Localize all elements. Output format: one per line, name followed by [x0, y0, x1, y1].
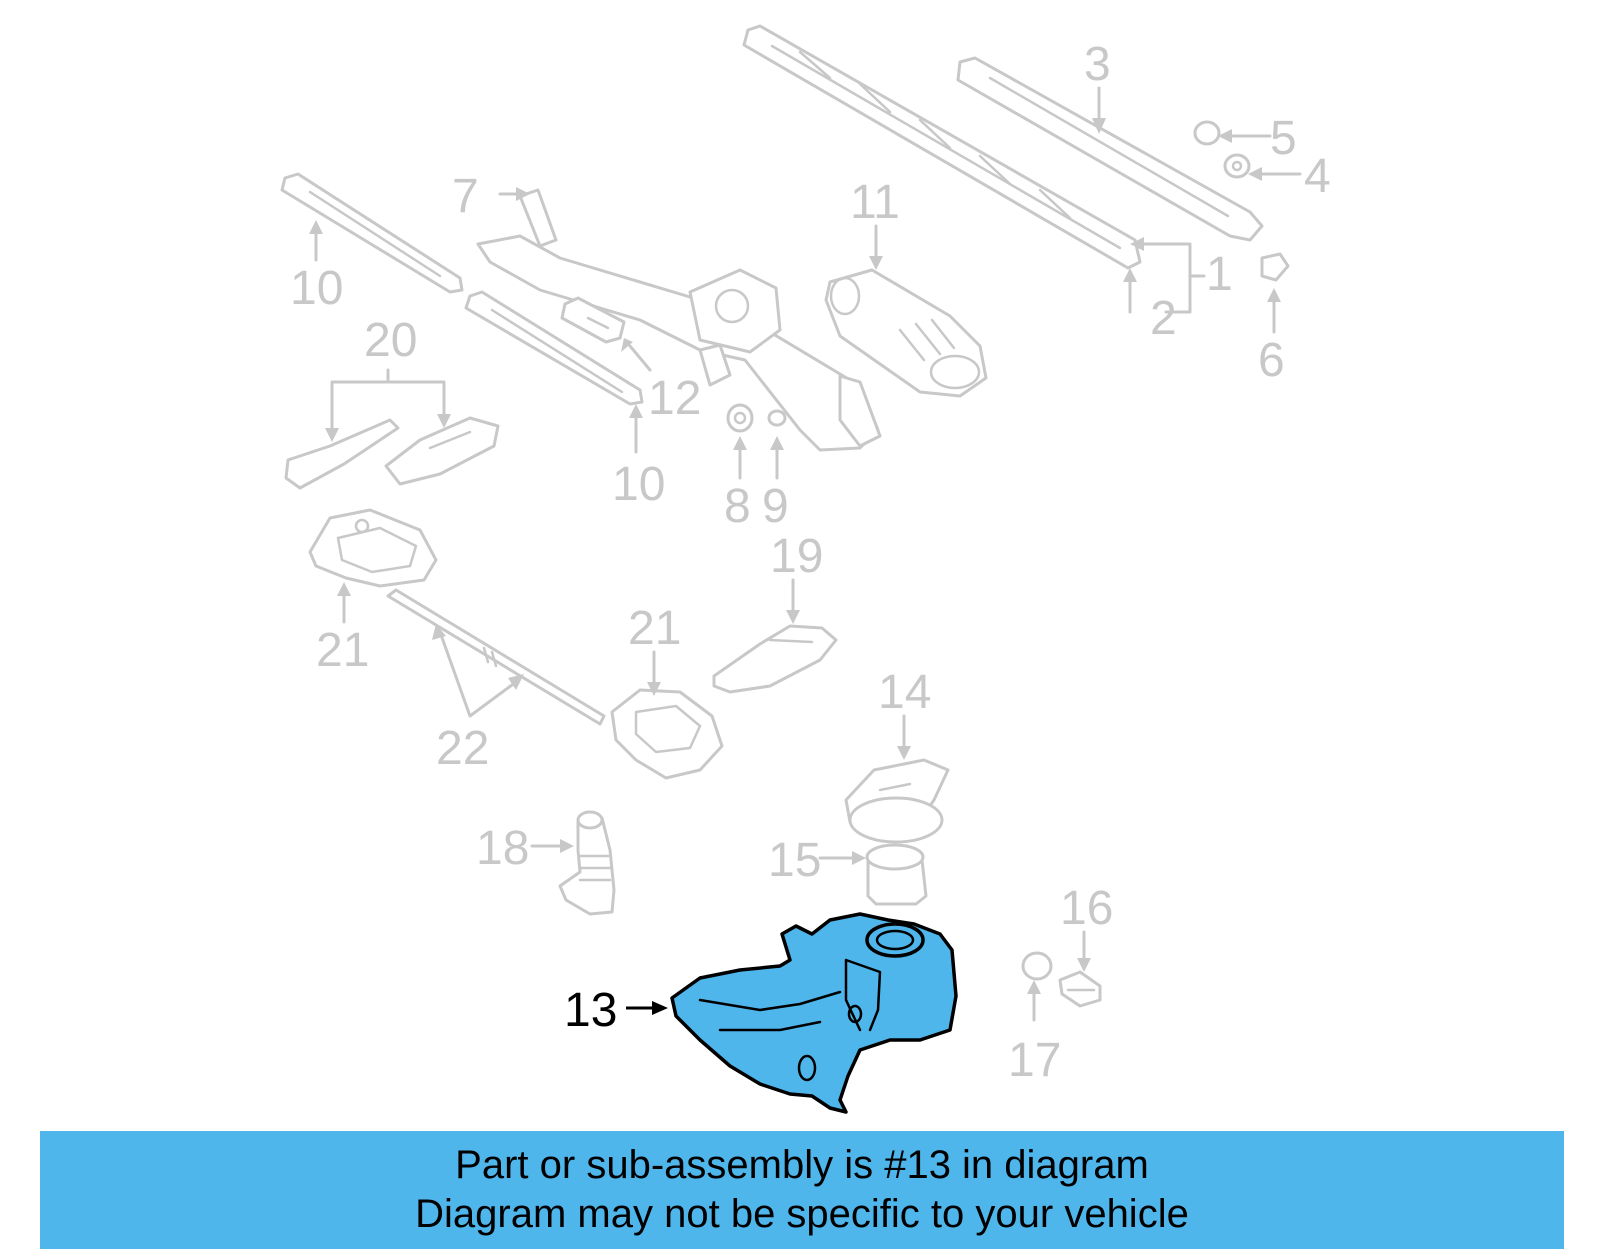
nozzle-housing-right-drawing	[610, 688, 724, 780]
callout-13[interactable]: 13	[564, 984, 617, 1037]
small-hardware-drawing	[1193, 120, 1290, 282]
linkage-rod-lower-drawing	[464, 290, 644, 406]
callout-14: 14	[878, 666, 931, 719]
washer-pump-drawing	[558, 810, 616, 916]
callout-21-left: 21	[316, 624, 369, 677]
callout-15: 15	[768, 834, 821, 887]
callout-12: 12	[648, 372, 701, 425]
grommet-and-washer-drawing	[726, 403, 787, 433]
banner-line-1: Part or sub-assembly is #13 in diagram	[455, 1143, 1149, 1187]
wiper-motor-drawing	[824, 268, 988, 398]
callout-17: 17	[1008, 1034, 1061, 1087]
level-sensor-and-grommet-drawing	[1021, 951, 1102, 1008]
callout-3: 3	[1084, 38, 1111, 91]
linkage-rod-upper-drawing	[280, 172, 464, 294]
leader-lines	[309, 86, 1302, 1022]
info-banner: Part or sub-assembly is #13 in diagram D…	[40, 1131, 1564, 1249]
washer-hose-drawing	[386, 588, 606, 726]
callout-19: 19	[770, 530, 823, 583]
washer-nozzle-drawing	[712, 624, 838, 694]
small-bracket-drawing	[560, 296, 626, 344]
wiper-arm-drawing	[956, 56, 1264, 242]
callout-22: 22	[436, 722, 489, 775]
callout-11: 11	[850, 176, 900, 229]
callout-18: 18	[476, 822, 529, 875]
wiper-blade-drawing	[742, 24, 1142, 270]
callout-8: 8	[724, 480, 751, 533]
callout-20: 20	[364, 314, 417, 367]
filler-neck-drawing	[865, 843, 928, 906]
callout-21-right: 21	[628, 602, 681, 655]
nozzle-housing-left-drawing	[308, 508, 438, 588]
callout-1: 1	[1206, 248, 1233, 301]
callout-10-lower: 10	[612, 458, 665, 511]
callout-9: 9	[762, 480, 789, 533]
callout-labels: 1 2 3 4 5 6 7 8 9 10 10 11 12 13 14 15 1…	[290, 38, 1331, 1087]
leader-line-13	[626, 1001, 668, 1015]
callout-4: 4	[1304, 150, 1331, 203]
reservoir-cap-drawing	[844, 758, 950, 844]
callout-16: 16	[1060, 882, 1113, 935]
banner-line-2: Diagram may not be specific to your vehi…	[415, 1192, 1189, 1236]
callout-2: 2	[1150, 292, 1177, 345]
callout-7: 7	[452, 170, 479, 223]
washer-nozzle-pair-drawing	[284, 416, 500, 490]
callout-10-upper: 10	[290, 262, 343, 315]
washer-reservoir-highlighted-drawing[interactable]	[670, 912, 958, 1114]
callout-6: 6	[1258, 334, 1285, 387]
callout-5: 5	[1270, 112, 1297, 165]
